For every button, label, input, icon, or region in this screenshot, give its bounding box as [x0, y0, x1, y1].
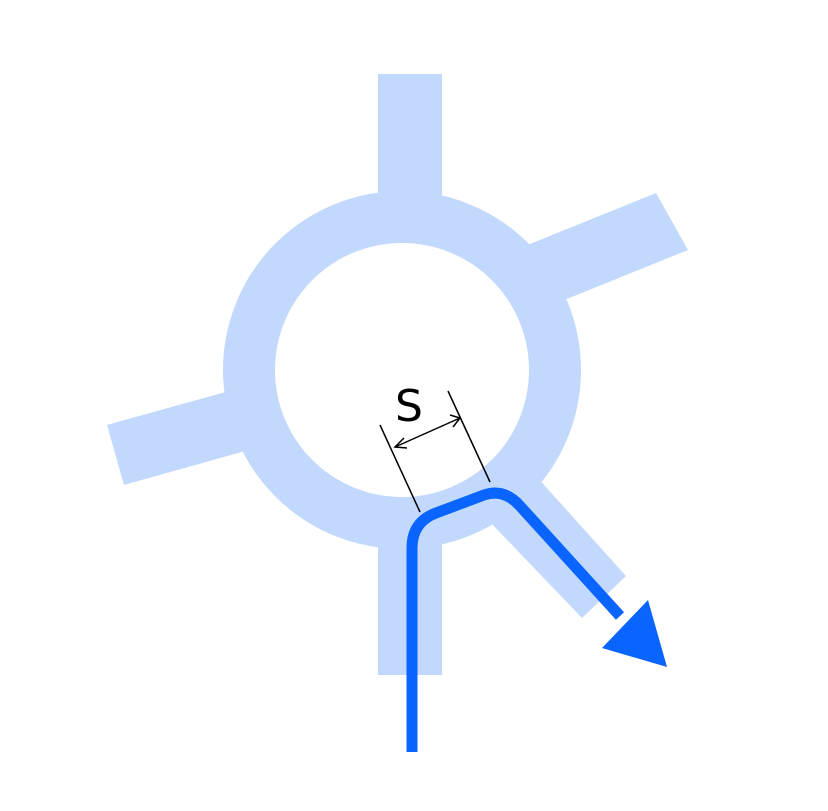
dimension-s: [379, 390, 491, 513]
path-arrow-icon: [602, 600, 667, 667]
dimension-arrowhead-left: [393, 437, 408, 449]
road-northeast: [520, 193, 688, 305]
roundabout-roads: [107, 74, 688, 675]
path-line: [406, 487, 625, 752]
dimension-label-s: S: [395, 381, 423, 432]
roundabout-ring: [223, 191, 581, 549]
dimension-extension-left: [379, 424, 421, 513]
dimension-arrow-line: [394, 417, 461, 448]
road-west: [107, 388, 256, 485]
driving-path: [406, 487, 667, 752]
dimension-extension-right: [447, 390, 491, 483]
dimension-arrowhead-right: [449, 414, 462, 428]
